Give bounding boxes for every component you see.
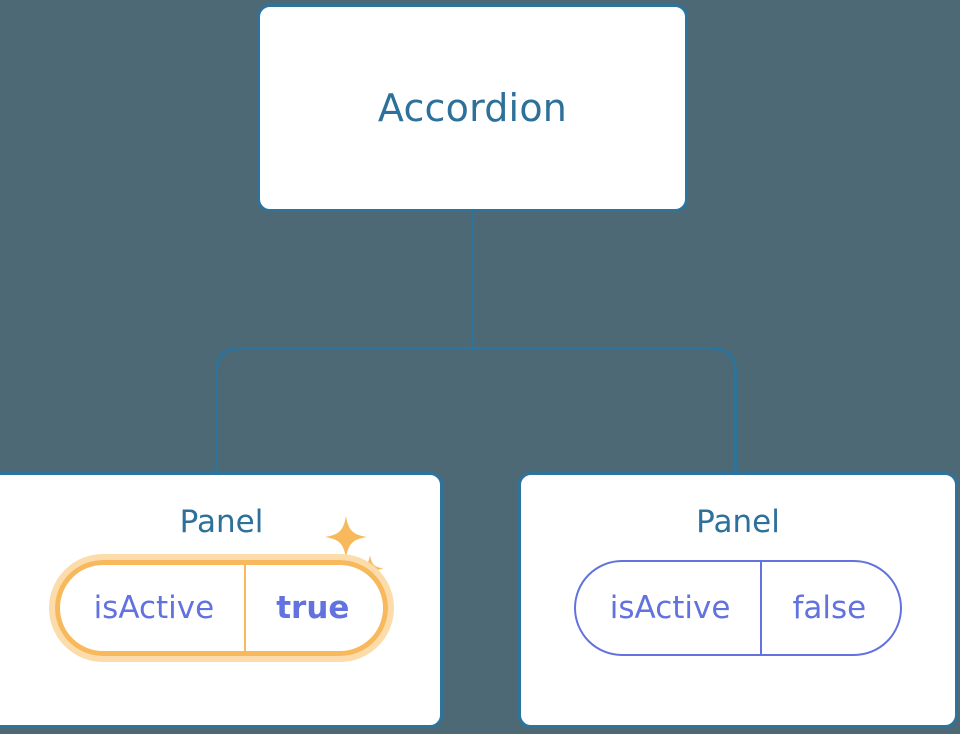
prop-value: true bbox=[244, 565, 383, 651]
node-panel-active[interactable]: Panel isActive true bbox=[0, 472, 443, 728]
prop-key: isActive bbox=[93, 589, 215, 626]
node-panel-inactive[interactable]: Panel isActive false bbox=[518, 472, 958, 728]
prop-value: false bbox=[760, 562, 900, 654]
node-title: Accordion bbox=[377, 86, 568, 130]
connector-branch-bar bbox=[215, 347, 737, 472]
node-accordion[interactable]: Accordion bbox=[257, 4, 688, 212]
prop-pill-wrapper: isActive true bbox=[48, 516, 395, 662]
prop-pill-isactive[interactable]: isActive false bbox=[573, 560, 903, 656]
prop-pill-isactive[interactable]: isActive true bbox=[54, 560, 389, 656]
prop-key: isActive bbox=[609, 589, 731, 626]
sparkle-large-icon bbox=[325, 516, 368, 558]
pill-highlight-glow bbox=[48, 554, 395, 662]
node-title: Panel bbox=[696, 504, 780, 540]
node-title: Panel bbox=[179, 504, 264, 540]
prop-pill-wrapper: isActive false bbox=[573, 560, 903, 656]
